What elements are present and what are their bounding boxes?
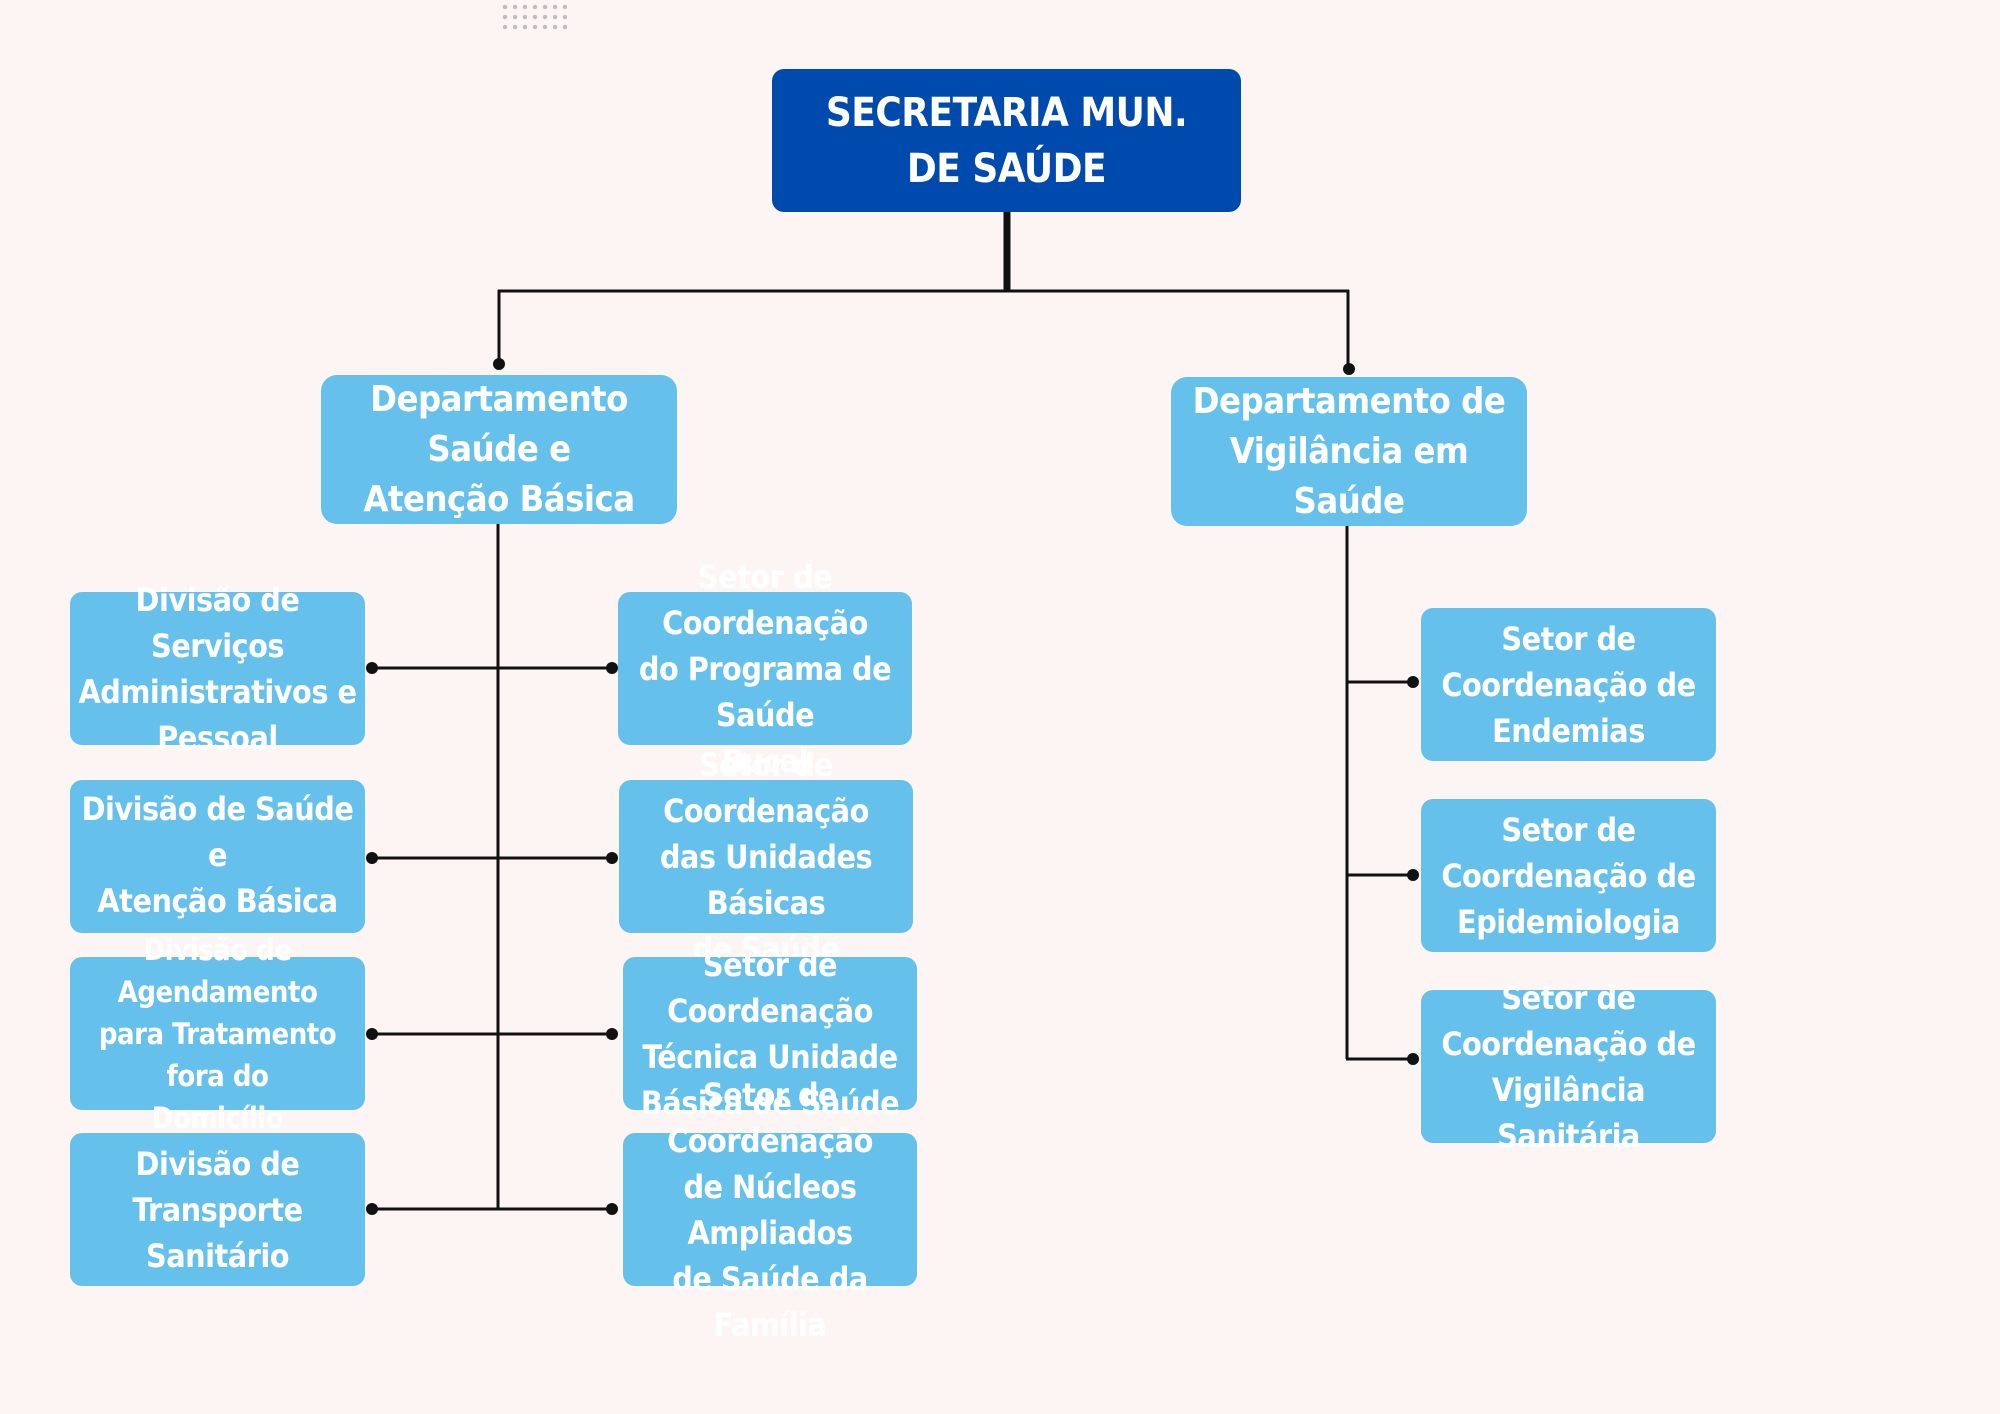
connector-dot [366, 852, 378, 864]
connector-dot [366, 1028, 378, 1040]
connector-dot [1407, 869, 1419, 881]
divisao-servicos-administrativos-node: Divisão de Serviços Administrativos e Pe… [70, 581, 365, 757]
setor-vigilancia-sanitaria-node: Setor de Coordenação de Vigilância Sanit… [1421, 979, 1716, 1155]
connector-dot [606, 1028, 618, 1040]
connector-dot [1407, 1053, 1419, 1065]
departamento-atencao-basica-node: Departamento Saúde e Atenção Básica [321, 375, 677, 524]
setor-nucleos-ampliados-node: Setor de Coordenação de Núcleos Ampliado… [623, 1076, 917, 1344]
decorative-dot-grid [500, 2, 570, 34]
connector-dot [366, 662, 378, 674]
connector-dot [606, 662, 618, 674]
setor-programa-saude-bucal-node: Setor de Coordenação do Programa de Saúd… [618, 558, 912, 780]
divisao-transporte-sanitario-node: Divisão de Transporte Sanitário [70, 1133, 365, 1286]
divisao-saude-atencao-basica-node: Divisão de Saúde e Atenção Básica [70, 780, 365, 933]
setor-tecnica-unidade-basica-node: Setor de Coordenação Técnica Unidade Bás… [623, 946, 917, 1122]
setor-endemias-node: Setor de Coordenação de Endemias [1421, 608, 1716, 761]
secretaria-root-node: SECRETARIA MUN. DE SAÚDE [772, 69, 1241, 212]
connector-dot [606, 852, 618, 864]
connector-dot [606, 1203, 618, 1215]
connector-dot [493, 358, 505, 370]
connector-dot [1407, 676, 1419, 688]
setor-epidemiologia-node: Setor de Coordenação de Epidemiologia [1421, 799, 1716, 952]
departamento-vigilancia-node: Departamento de Vigilância em Saúde [1171, 377, 1527, 526]
setor-unidades-basicas-node: Setor de Coordenação das Unidades Básica… [619, 746, 913, 968]
divisao-agendamento-node: Divisão de Agendamento para Tratamento f… [70, 933, 365, 1135]
connector-dot [366, 1203, 378, 1215]
connector-dot [1343, 363, 1355, 375]
